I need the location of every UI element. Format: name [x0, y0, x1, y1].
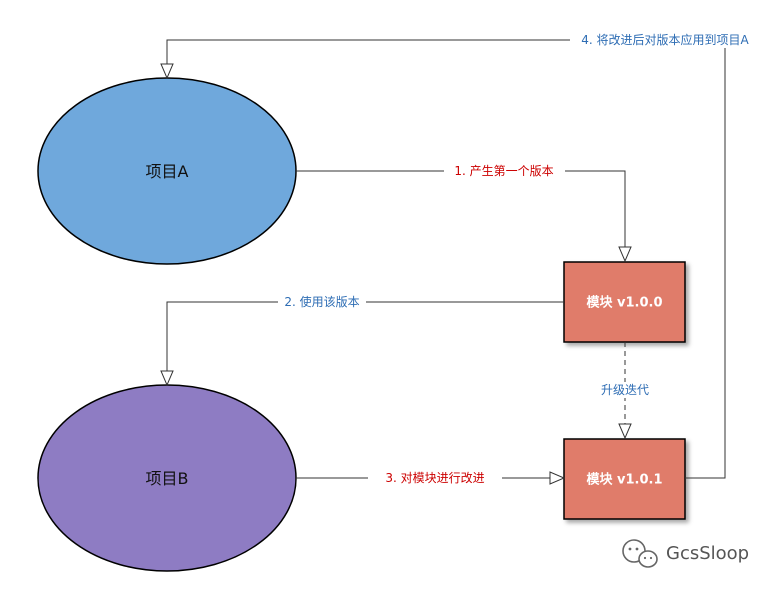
edge-label-1: 1. 产生第一个版本 [454, 164, 553, 178]
arrowhead-4 [160, 63, 174, 80]
edge-label-2: 2. 使用该版本 [284, 294, 359, 309]
node-project-a: 项目A [37, 77, 297, 265]
edge-label-bg-1 [444, 163, 565, 179]
arrowhead-upgrade [618, 423, 632, 440]
edge-label-bg-4 [570, 32, 760, 48]
box-module-v101 [563, 438, 686, 520]
label-project-a: 项目A [146, 162, 189, 181]
edge-label-upgrade: 升级迭代 [601, 383, 649, 397]
edge-apply-improved-version: 4. 将改进后对版本应用到项目A [160, 32, 760, 479]
label-module-v101: 模块 v1.0.1 [586, 472, 662, 488]
edge-upgrade-iteration: 升级迭代 [592, 342, 658, 440]
edge-label-4: 4. 将改进后对版本应用到项目A [581, 32, 749, 47]
edge-line-1 [296, 170, 626, 247]
edge-use-this-version: 2. 使用该版本 [160, 294, 564, 387]
wechat-icon [622, 539, 658, 568]
watermark: GcsSloop [622, 539, 749, 568]
edge-produce-first-version: 1. 产生第一个版本 [296, 163, 632, 263]
edge-label-3: 3. 对模块进行改进 [385, 471, 484, 485]
edge-label-bg-upgrade [592, 382, 658, 398]
node-module-v100: 模块 v1.0.0 [563, 261, 686, 343]
edge-label-bg-3 [368, 470, 502, 486]
edge-improve-module: 3. 对模块进行改进 [296, 470, 566, 486]
watermark-text: GcsSloop [666, 543, 749, 564]
label-project-b: 项目B [146, 469, 189, 488]
arrowhead-1 [618, 246, 632, 263]
edge-label-bg-2 [278, 294, 366, 310]
arrowhead-2 [160, 370, 174, 387]
node-module-v101: 模块 v1.0.1 [563, 438, 686, 520]
arrowhead-3 [549, 471, 566, 485]
label-module-v100: 模块 v1.0.0 [586, 295, 662, 311]
node-project-b: 项目B [37, 384, 297, 572]
edge-line-2 [166, 301, 564, 371]
